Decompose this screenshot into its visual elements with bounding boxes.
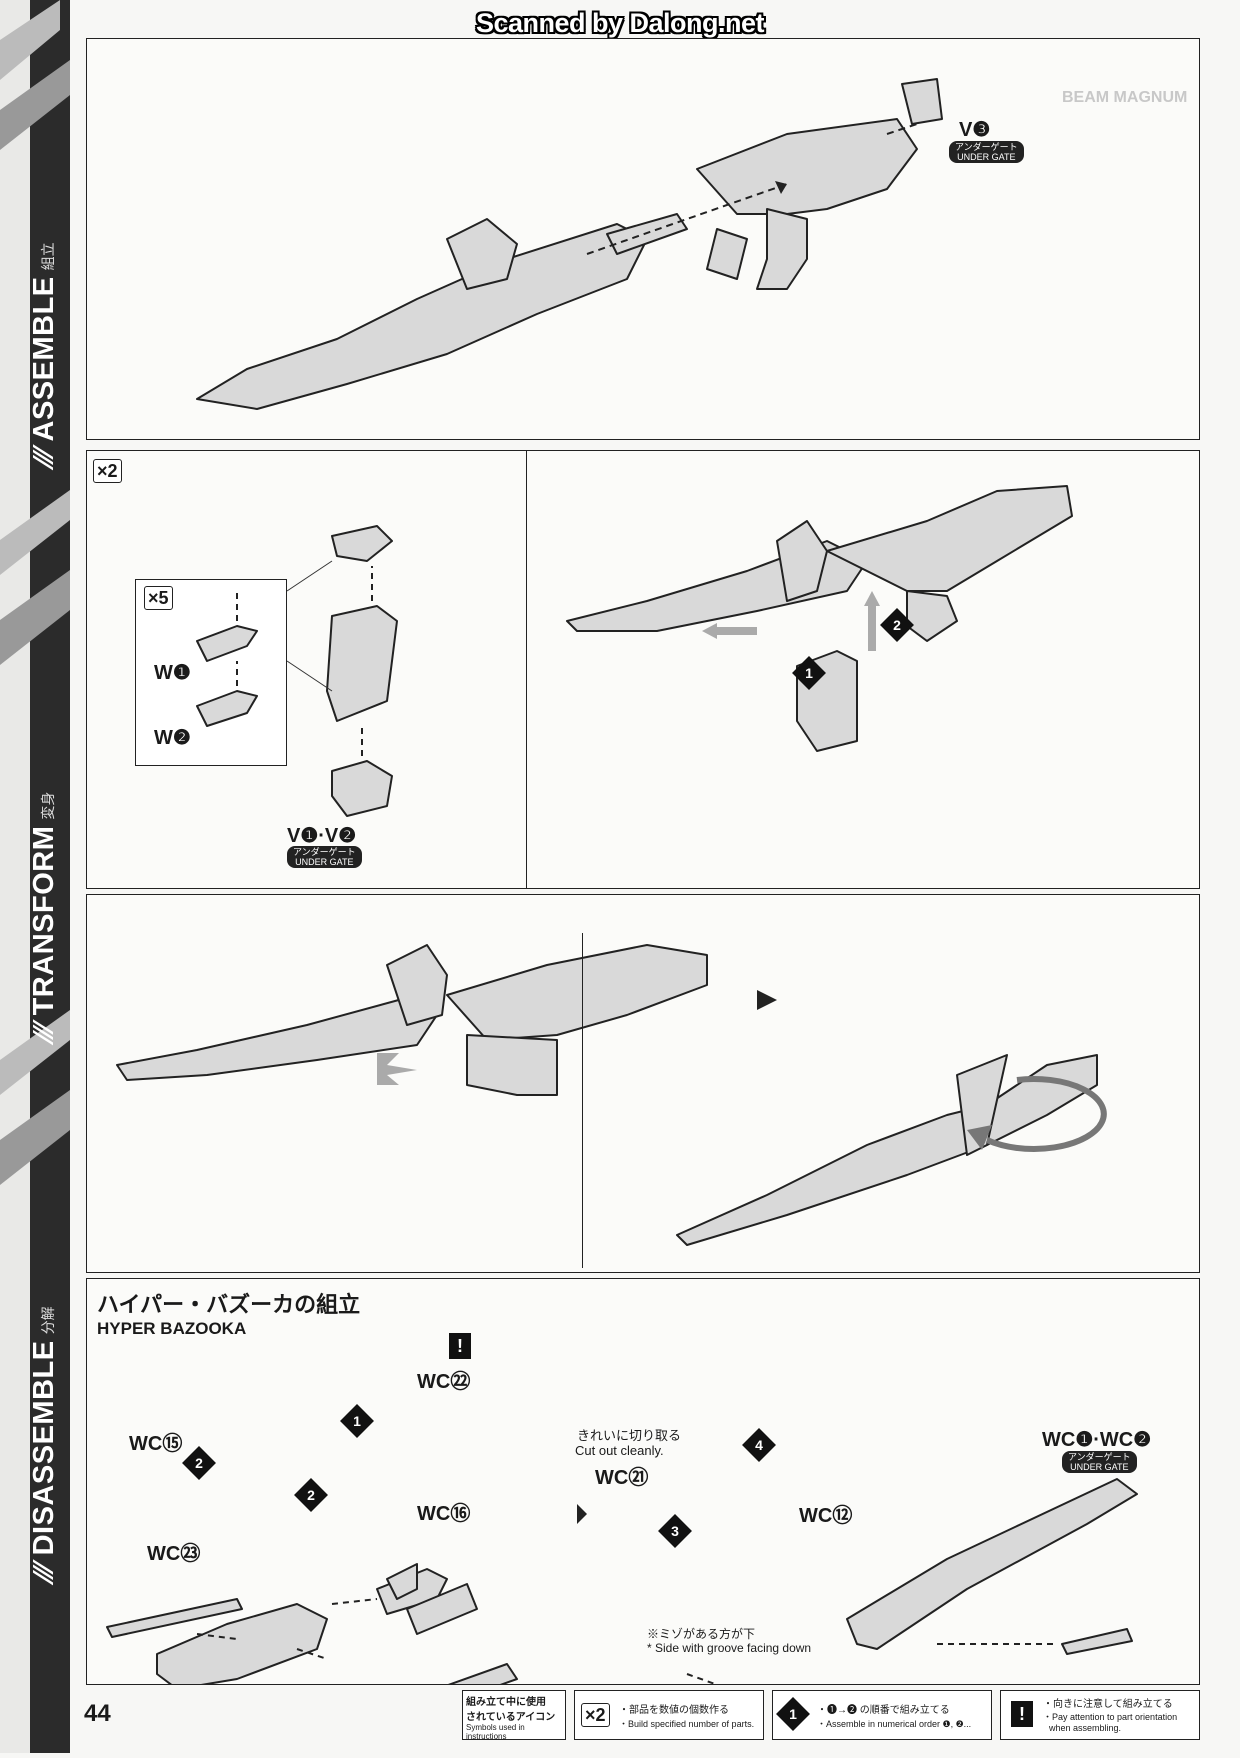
background-title: BEAM MAGNUM — [1062, 89, 1188, 106]
multiplier-badge: ×2 — [93, 459, 122, 483]
sidebar-transform: ⁄⁄⁄ TRANSFORM変身 — [28, 791, 60, 1040]
page-number: 44 — [84, 1700, 111, 1727]
symbols-legend-title: 組み立て中に使用 されているアイコン Symbols used in instr… — [462, 1690, 566, 1741]
multiplier-icon: ×2 — [581, 1703, 610, 1727]
warning-icon: ! — [1011, 1701, 1033, 1727]
scan-watermark: Scanned by Dalong.net — [475, 8, 765, 38]
sidebar-disassemble: ⁄⁄⁄ DISASSEMBLE分解 — [28, 1306, 60, 1580]
step-badge-3: 3 — [658, 1514, 692, 1548]
part-label-w2: W❷ — [154, 727, 191, 749]
step-order-icon: 1 — [776, 1697, 810, 1731]
grip-illustration — [196, 525, 398, 817]
part-label-wc23: WC㉓ — [147, 1543, 201, 1565]
panel4-divider — [582, 933, 583, 1268]
sidebar-assemble: ⁄⁄⁄ ASSEMBLE組立 — [28, 242, 60, 465]
transform-illustration — [116, 944, 1107, 1246]
inset-box: ×5 W❶ W❷ — [135, 579, 287, 766]
section-sidebar: ⁄⁄⁄ ASSEMBLE組立 ⁄⁄⁄ TRANSFORM変身 ⁄⁄⁄ DISAS… — [0, 0, 70, 1753]
step-badge-4: 4 — [742, 1428, 776, 1462]
sidebar-stripes — [0, 0, 70, 1753]
part-label-v1v2: V❶·V❷ — [287, 825, 357, 847]
inset-multiplier-badge: ×5 — [144, 586, 173, 610]
panel-transform-magnum — [86, 894, 1200, 1273]
step-badge-2b: 2 — [294, 1478, 328, 1512]
groove-note-en: * Side with groove facing down — [647, 1641, 812, 1655]
step-badge-1: 1 — [340, 1404, 374, 1438]
grip-attach-illustration — [566, 485, 1073, 752]
part-label-wc1-wc2: WC❶·WC❷ — [1042, 1429, 1152, 1451]
legend-order: 1 ・❶→❷ の順番で組み立てる ・Assemble in numerical … — [772, 1690, 992, 1740]
section-title-en: HYPER BAZOOKA — [97, 1319, 247, 1338]
part-label-wc16: WC⑯ — [417, 1503, 471, 1525]
section-title-jp: ハイパー・バズーカの組立 — [97, 1292, 361, 1317]
cut-note-jp: きれいに切り取る — [577, 1428, 682, 1443]
warning-icon: ! — [449, 1333, 471, 1359]
part-label-v3: V❸ — [959, 119, 991, 141]
panel-hyper-bazooka: ハイパー・バズーカの組立 HYPER BAZOOKA WC⑮ WC㉓ — [86, 1278, 1200, 1685]
cut-note-en: Cut out cleanly. — [575, 1443, 664, 1458]
hyper-bazooka-illustration — [106, 1478, 1138, 1684]
step-badge-1: 1 — [792, 656, 826, 690]
step-badge-2a: 2 — [182, 1446, 216, 1480]
part-label-wc22: WC㉒ — [417, 1371, 471, 1393]
step-badge-2: 2 — [880, 608, 914, 642]
part-label-w1: W❶ — [154, 662, 191, 684]
part-label-wc15: WC⑮ — [129, 1433, 183, 1455]
legend-orientation: ! ・向きに注意して組み立てる ・Pay attention to part o… — [1000, 1690, 1200, 1740]
legend-multiply: ×2 ・部品を数値の個数作る ・Build specified number o… — [574, 1690, 764, 1740]
groove-note-jp: ※ミゾがある方が下 — [647, 1627, 756, 1641]
beam-magnum-illustration — [196, 78, 943, 410]
part-label-wc21: WC㉑ — [595, 1467, 649, 1489]
part-label-wc12: WC⑫ — [799, 1505, 853, 1527]
panel-grip-attach: 1 2 — [526, 450, 1200, 889]
